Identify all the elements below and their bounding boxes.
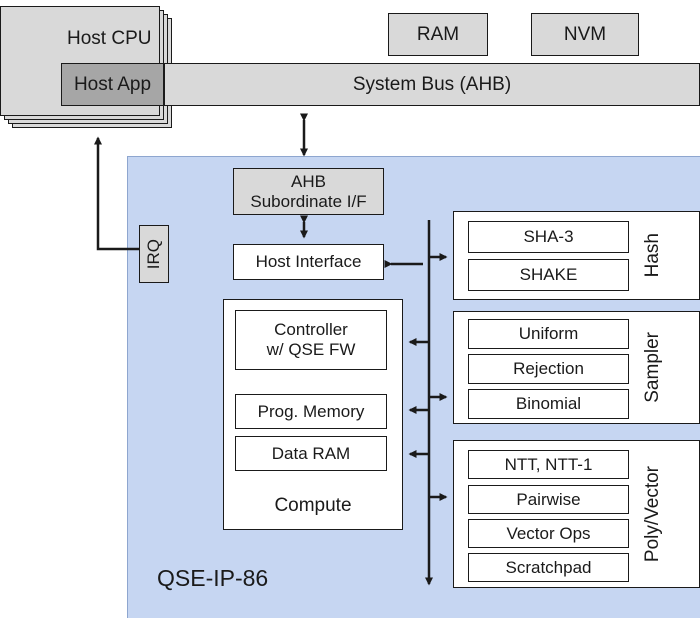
nvm-block: NVM bbox=[531, 13, 639, 56]
prog-memory-label: Prog. Memory bbox=[257, 401, 365, 421]
hash-item: SHA-3 bbox=[468, 221, 629, 253]
sampler-item-label: Uniform bbox=[518, 324, 579, 343]
nvm-label: NVM bbox=[563, 23, 607, 45]
host-interface-label: Host Interface bbox=[255, 252, 362, 271]
data-ram-label: Data RAM bbox=[271, 443, 351, 463]
hash-item-label: SHAKE bbox=[519, 265, 578, 284]
host-app-block: Host App bbox=[61, 63, 164, 106]
ram-block: RAM bbox=[388, 13, 488, 56]
poly-vector-item-label: NTT, NTT-1 bbox=[504, 454, 593, 474]
controller-line1: Controller bbox=[274, 320, 348, 339]
irq-to-host-app-arrow bbox=[94, 136, 139, 251]
controller-block: Controller w/ QSE FW bbox=[235, 310, 387, 370]
ram-label: RAM bbox=[416, 23, 460, 45]
hash-item: SHAKE bbox=[468, 259, 629, 291]
sampler-item: Uniform bbox=[468, 319, 629, 349]
poly-vector-item: Pairwise bbox=[468, 485, 629, 514]
poly-vector-item: Vector Ops bbox=[468, 519, 629, 548]
host-interface: Host Interface bbox=[233, 244, 384, 280]
host-cpu-label: Host CPU bbox=[67, 28, 152, 49]
ip-core-name: QSE-IP-86 bbox=[157, 565, 269, 591]
ahb-subordinate-if: AHB Subordinate I/F bbox=[233, 168, 384, 215]
irq-block: IRQ bbox=[139, 225, 169, 283]
ahb-if-line1: AHB bbox=[291, 171, 326, 191]
system-bus: System Bus (AHB) bbox=[164, 63, 700, 106]
sampler-item: Rejection bbox=[468, 354, 629, 384]
prog-memory-block: Prog. Memory bbox=[235, 394, 387, 429]
sampler-item: Binomial bbox=[468, 389, 629, 419]
poly-vector-item-label: Pairwise bbox=[516, 489, 581, 509]
sampler-item-label: Rejection bbox=[513, 359, 584, 378]
poly-vector-item: NTT, NTT-1 bbox=[468, 450, 629, 479]
controller-line2: w/ QSE FW bbox=[266, 340, 356, 359]
compute-title: Compute bbox=[274, 495, 352, 516]
poly-vector-item: Scratchpad bbox=[468, 553, 629, 582]
host-app-label: Host App bbox=[73, 73, 152, 95]
ahb-if-line2: Subordinate I/F bbox=[250, 191, 367, 211]
poly-vector-item-label: Scratchpad bbox=[505, 557, 592, 577]
data-ram-block: Data RAM bbox=[235, 436, 387, 471]
hash-item-label: SHA-3 bbox=[523, 227, 574, 246]
poly-vector-item-label: Vector Ops bbox=[506, 523, 591, 543]
sampler-item-label: Binomial bbox=[515, 394, 582, 413]
system-bus-label: System Bus (AHB) bbox=[352, 73, 512, 95]
